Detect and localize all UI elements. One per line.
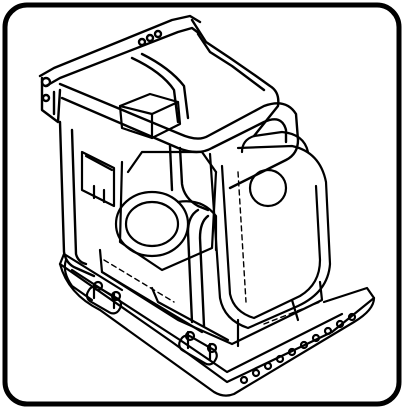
engine — [114, 150, 218, 272]
belt-guard — [208, 130, 332, 330]
shock-mounts — [85, 280, 218, 366]
fuel-tank — [118, 92, 182, 140]
handle-frame — [38, 14, 300, 328]
side-components — [80, 150, 116, 208]
compactor-drawing — [38, 14, 376, 397]
base-plate — [58, 252, 376, 397]
hidden-lines — [103, 171, 321, 325]
